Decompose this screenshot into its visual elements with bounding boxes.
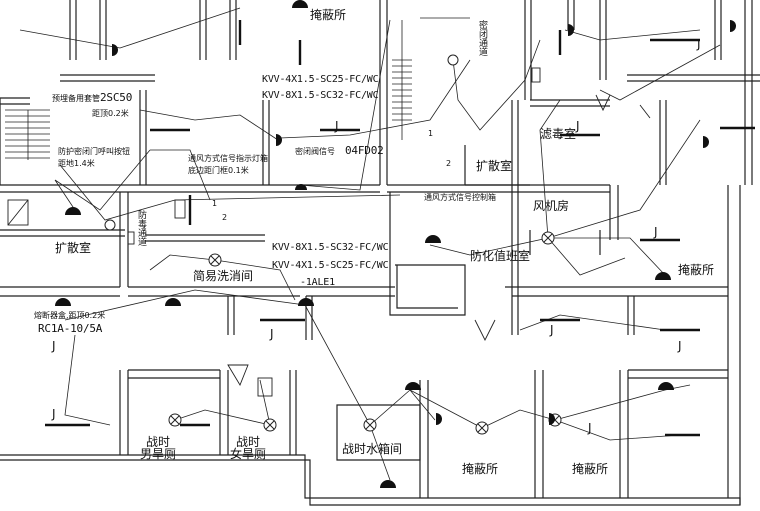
stair-left bbox=[5, 109, 50, 160]
wire-number-2: 2 bbox=[222, 213, 228, 222]
room-shelter-bottom-right: 掩蔽所 bbox=[572, 462, 609, 476]
conduit-label: 2SC50 bbox=[100, 91, 133, 104]
room-shelter-bottom-left: 掩蔽所 bbox=[462, 462, 499, 476]
j-mark: J bbox=[654, 225, 658, 239]
wiring bbox=[19, 7, 721, 481]
wire-number-4: 2 bbox=[446, 159, 452, 168]
j-mark: J bbox=[678, 339, 682, 353]
note-signal-lamp-height: 底边距门框0.1米 bbox=[188, 166, 249, 175]
note-signal-lamp: 通风方式信号指示灯箱 bbox=[188, 154, 268, 163]
j-mark: J bbox=[588, 421, 592, 435]
breaker-label: RC1A-10/5A bbox=[38, 322, 103, 335]
note-height-1: 距顶0.2米 bbox=[92, 109, 129, 118]
wire-number-1: 1 bbox=[212, 199, 218, 208]
note-vent-control: 通风方式信号控制箱 bbox=[424, 193, 496, 202]
room-shelter-right: 掩蔽所 bbox=[678, 263, 715, 277]
room-airtight-passage: 密闭通道 bbox=[477, 20, 487, 56]
j-mark: J bbox=[550, 323, 554, 337]
j-mark: J bbox=[52, 407, 56, 421]
cable-label-2: KVV-8X1.5-SC32-FC/WC bbox=[262, 90, 379, 101]
note-pre-buried: 预埋备用套管 bbox=[52, 94, 100, 103]
room-duty: 防化值班室 bbox=[470, 249, 531, 263]
j-mark: J bbox=[576, 119, 580, 133]
room-female-toilet: 战时 女旱厕 bbox=[230, 435, 267, 461]
room-decon-passage: 防毒通道 bbox=[136, 210, 146, 246]
panel-code: -1ALE1 bbox=[300, 277, 335, 288]
note-airtight-valve: 密闭阀信号 bbox=[295, 147, 335, 156]
stair-center bbox=[392, 20, 412, 140]
note-fuse: 熔断器盒,距顶0.2米 bbox=[34, 311, 106, 320]
fixture-bars bbox=[45, 20, 755, 437]
cable-label-4: KVV-4X1.5-SC25-FC/WC bbox=[272, 260, 389, 271]
equipment-boxes bbox=[7, 67, 651, 397]
room-expansion-top: 扩散室 bbox=[476, 159, 513, 173]
room-filter: 滤毒室 bbox=[540, 127, 577, 141]
room-expansion-left: 扩散室 bbox=[55, 241, 92, 255]
j-mark: J bbox=[697, 37, 701, 51]
room-fan: 风机房 bbox=[533, 199, 570, 213]
equipment-code: 04FD02 bbox=[345, 144, 384, 157]
half-lamps bbox=[55, 0, 736, 488]
room-shelter-top: 掩蔽所 bbox=[310, 8, 347, 22]
j-mark: J bbox=[52, 339, 56, 353]
note-call-button: 防护密闭门呼叫按钮 bbox=[58, 147, 130, 156]
room-male-toilet: 战时 男旱厕 bbox=[140, 435, 177, 461]
j-mark: J bbox=[270, 327, 274, 341]
cable-label-1: KVV-4X1.5-SC25-FC/WC bbox=[262, 74, 379, 85]
wire-number-3: 1 bbox=[428, 129, 434, 138]
room-decon: 简易洗消间 bbox=[193, 269, 254, 283]
room-water-tank: 战时水箱间 bbox=[342, 442, 403, 456]
j-mark: J bbox=[335, 119, 339, 133]
cable-label-3: KVV-8X1.5-SC32-FC/WC bbox=[272, 242, 389, 253]
note-height-2: 距地1.4米 bbox=[58, 159, 95, 168]
